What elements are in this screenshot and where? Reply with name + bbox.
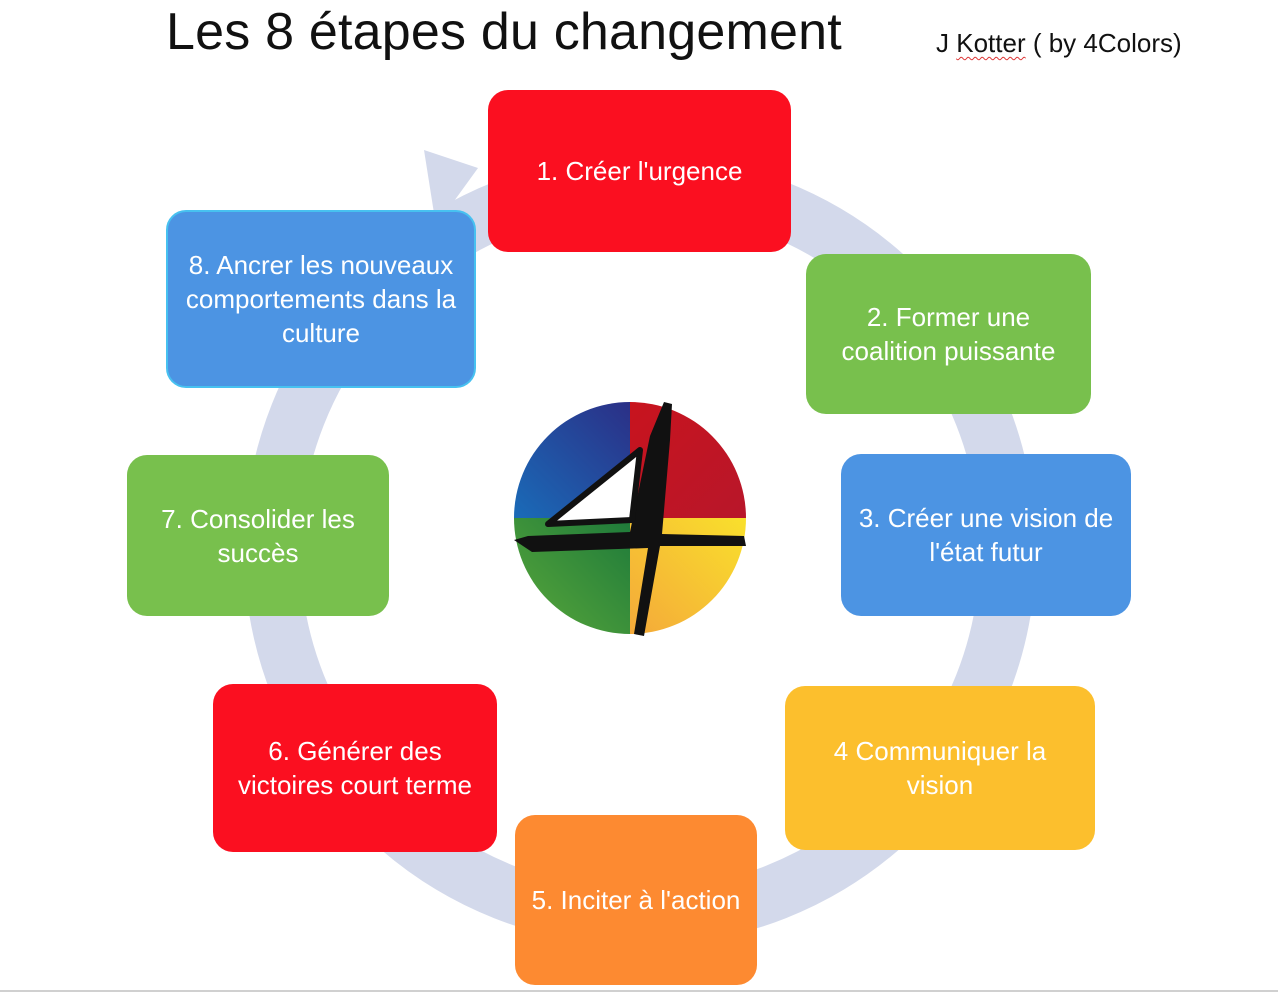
title-block: Les 8 étapes du changement J Kotter ( by… xyxy=(0,0,1278,80)
slide-bottom-border xyxy=(0,990,1278,992)
step-3-label: 3. Créer une vision de l'état futur xyxy=(858,503,1114,567)
step-6-box: 6. Générer des victoires court terme xyxy=(213,684,497,852)
step-8-label: 8. Ancrer les nouveaux comportements dan… xyxy=(185,250,457,348)
subtitle-suffix: ( by 4Colors) xyxy=(1025,28,1182,58)
step-6-label: 6. Générer des victoires court terme xyxy=(237,736,473,800)
step-3-box: 3. Créer une vision de l'état futur xyxy=(841,454,1131,616)
page-title: Les 8 étapes du changement xyxy=(166,3,842,61)
subtitle-prefix: J xyxy=(936,28,957,58)
step-4-box: 4 Communiquer la vision xyxy=(785,686,1095,850)
step-2-box: 2. Former une coalition puissante xyxy=(806,254,1091,414)
page-subtitle: J Kotter ( by 4Colors) xyxy=(936,28,1182,59)
step-7-box: 7. Consolider les succès xyxy=(127,455,389,616)
step-5-label: 5. Inciter à l'action xyxy=(531,885,741,915)
step-2-label: 2. Former une coalition puissante xyxy=(841,302,1056,366)
cycle-arrowhead xyxy=(424,150,478,226)
step-5-box: 5. Inciter à l'action xyxy=(515,815,757,985)
step-8-box: 8. Ancrer les nouveaux comportements dan… xyxy=(166,210,476,388)
subtitle-author: Kotter xyxy=(956,28,1026,58)
4colors-logo xyxy=(514,402,746,636)
step-4-label: 4 Communiquer la vision xyxy=(833,736,1047,800)
step-1-label: 1. Créer l'urgence xyxy=(536,156,743,186)
logo-four-inner xyxy=(545,447,643,527)
step-1-box: 1. Créer l'urgence xyxy=(488,90,791,252)
step-7-label: 7. Consolider les succès xyxy=(161,503,355,568)
